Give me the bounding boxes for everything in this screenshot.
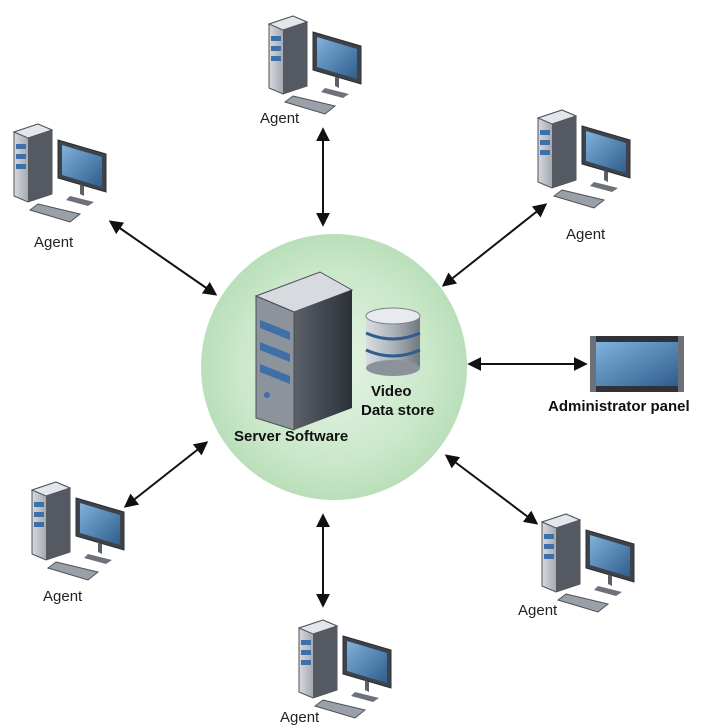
agent-computer-icon (298, 619, 392, 719)
database-icon (365, 307, 421, 376)
server-software-label: Server Software (234, 428, 349, 445)
agent-computer-icon (268, 15, 362, 115)
agent-label-top-left: Agent (34, 234, 74, 251)
arrow-bottom-left-agent (123, 441, 209, 508)
admin-panel-monitor-icon (590, 336, 684, 392)
connection-arrows (108, 127, 588, 608)
administrator-panel-label: Administrator panel (548, 398, 690, 415)
video-store-label-line1: Video (371, 383, 412, 400)
server-tower-icon (254, 271, 354, 431)
agent-computer-icon (13, 123, 107, 223)
agent-label-bottom-left: Agent (43, 588, 83, 605)
agent-label-bottom-right: Agent (518, 602, 558, 619)
arrow-top-left-agent (108, 220, 218, 296)
agent-computer-icon (541, 513, 635, 613)
agent-label-top-right: Agent (566, 226, 606, 243)
arrow-top-right-agent (441, 203, 548, 287)
agent-computer-icon (537, 109, 631, 209)
video-store-label-line2: Data store (361, 402, 435, 419)
agent-label-top: Agent (260, 110, 300, 127)
arrow-bottom-right-agent (444, 454, 539, 525)
agent-computer-icon (31, 481, 125, 581)
agent-label-bottom: Agent (280, 709, 320, 726)
